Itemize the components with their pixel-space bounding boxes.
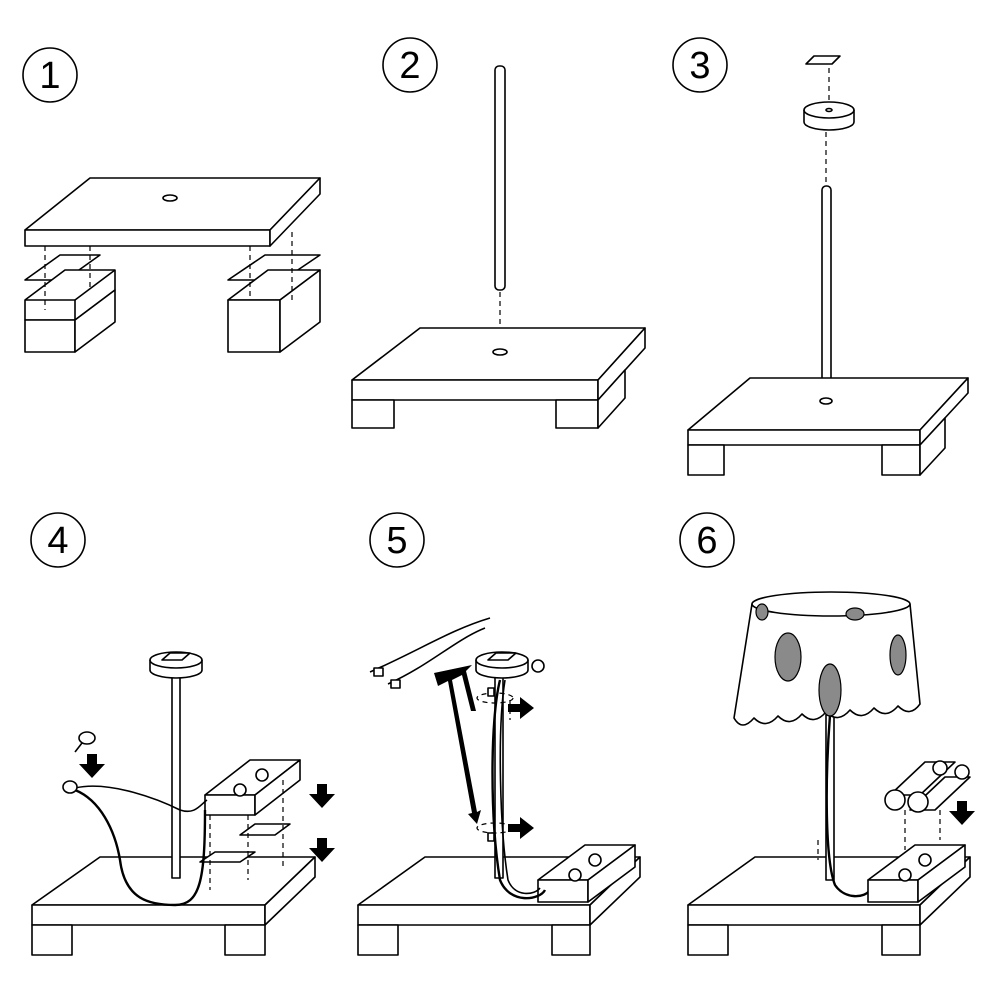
step-5: 5 [357,512,641,956]
switch-plug [62,731,96,794]
step-number-badge: 4 [30,512,86,568]
step-number: 2 [399,45,420,87]
step-number: 3 [689,45,710,87]
pointer-arrow-icon [434,665,481,824]
battery-holder [537,844,636,903]
step-3: 3 [672,37,969,476]
strawberry-pattern [889,634,907,676]
adhesive-pad [805,55,841,65]
cable [74,785,208,907]
arrow-down-icon [309,784,335,808]
cable [491,679,547,900]
lamp-shade [733,591,921,726]
feet-blocks [24,269,321,353]
lamp-head [149,651,203,679]
step-number-badge: 6 [679,512,735,568]
step-number-badge: 3 [672,37,728,93]
step-number-badge: 2 [382,37,438,93]
step-number: 4 [47,520,68,562]
step-4: 4 [30,512,335,956]
cable-ties [369,617,514,842]
strawberry-pattern [818,663,842,717]
step-2: 2 [351,37,646,429]
base-assembly [351,327,646,429]
lamp-rod [494,65,506,291]
lamp-rod [171,675,181,879]
arrow-down-icon [79,754,105,778]
battery-holder [867,844,966,903]
arrow-down-icon [949,801,975,825]
step-number: 5 [386,520,407,562]
lamp-head [475,651,545,679]
batteries [884,760,971,813]
alignment-lines [44,232,293,310]
step-number: 1 [39,55,60,97]
strawberry-pattern [774,632,802,682]
step-6: 6 [679,512,975,956]
step-number-badge: 1 [22,47,78,103]
strawberry-pattern [755,603,769,621]
step-1: 1 [22,47,321,353]
step-number-badge: 5 [369,512,425,568]
base-plate [24,177,321,247]
battery-holder [204,759,301,816]
adhesive-pad [239,823,291,836]
base-assembly [687,377,969,476]
lamp-rod [821,185,832,401]
cable [825,714,872,898]
arrow-right-icon [508,817,534,839]
step-number: 6 [696,520,717,562]
cap-disc [803,101,855,131]
base-assembly [31,856,316,956]
strawberry-pattern [845,607,865,621]
